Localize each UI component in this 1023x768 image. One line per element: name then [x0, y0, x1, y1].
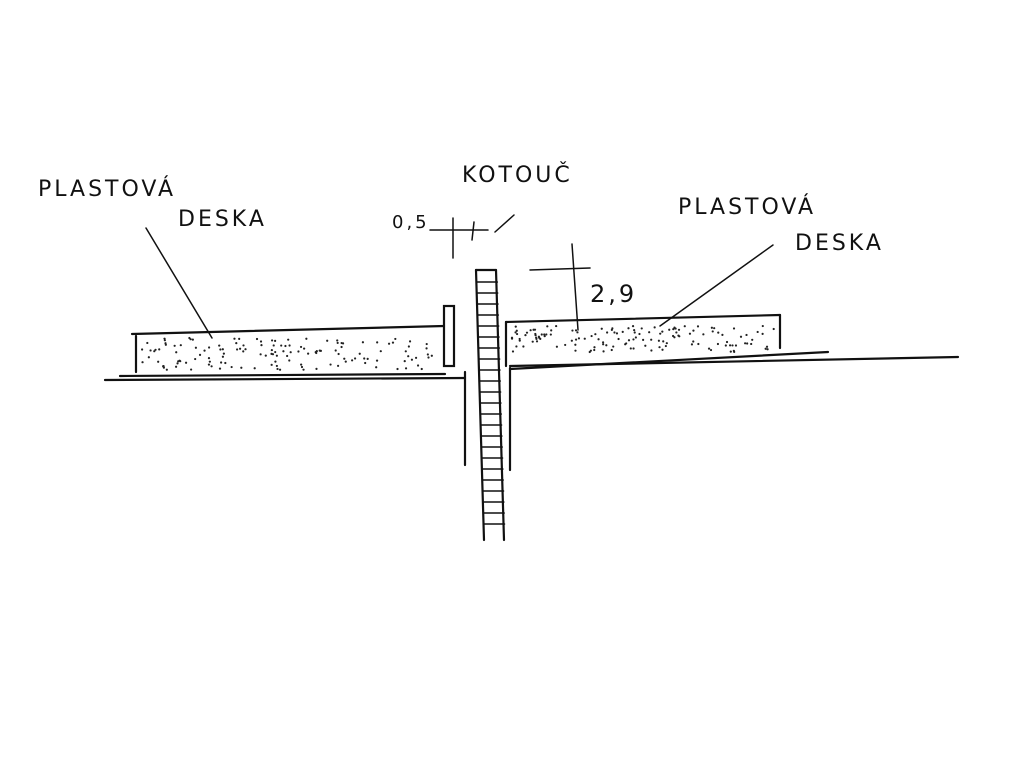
right-plate-label-1: PLASTOVÁ	[678, 194, 816, 220]
gap-dimension-marks	[429, 214, 515, 259]
height-dimension-label: 2,9	[590, 280, 637, 308]
disc-label: KOTOUČ	[462, 162, 573, 188]
right-plate-label-2: DESKA	[795, 231, 884, 256]
cutting-disc	[474, 268, 506, 542]
right-leader-line	[659, 244, 774, 327]
left-plastic-plate	[130, 304, 467, 467]
left-plate-label-1: PLASTOVÁ	[38, 176, 176, 202]
left-plate-label-2: DESKA	[178, 207, 267, 232]
right-plastic-plate	[504, 313, 782, 472]
plate-filling	[141, 324, 775, 371]
gap-dimension-label: 0,5	[392, 212, 430, 233]
height-dimension-marks	[529, 243, 591, 331]
left-leader-line	[145, 227, 213, 339]
base-line	[103, 350, 960, 382]
